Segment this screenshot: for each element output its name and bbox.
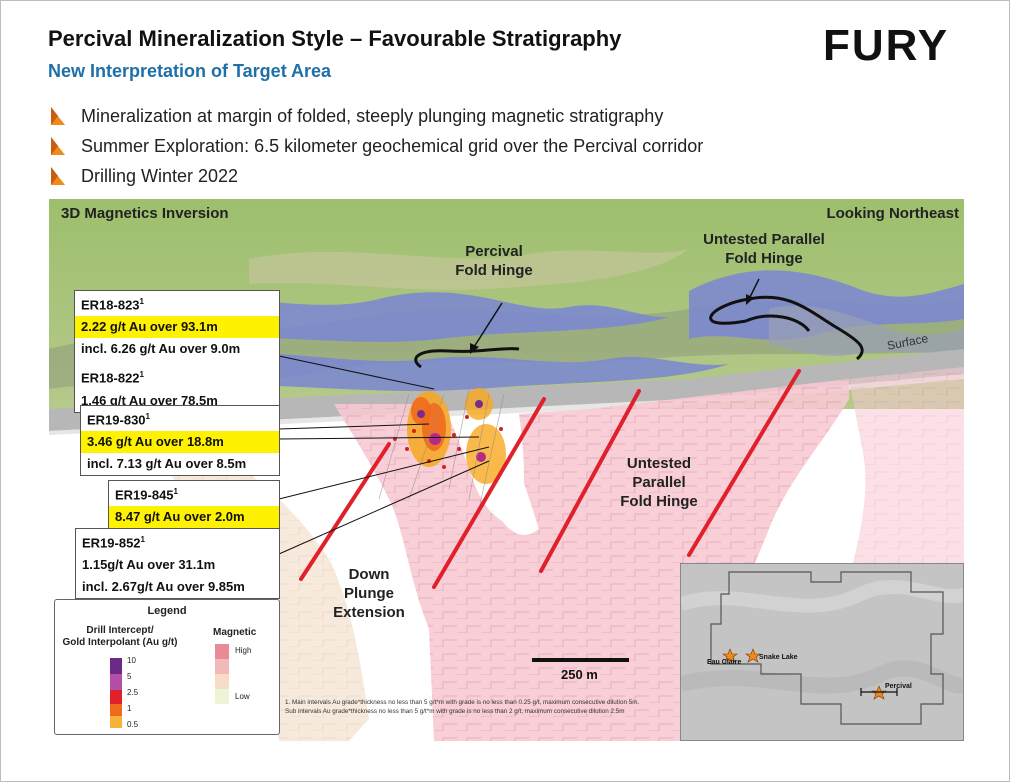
bullet-text: Summer Exploration: 6.5 kilometer geoche… (81, 135, 704, 156)
legend-title: Legend (147, 605, 187, 617)
callout-intercept: 2.22 g/t Au over 93.1m (75, 316, 279, 339)
callout-intercept: 3.46 g/t Au over 18.8m (81, 431, 279, 454)
callout-er19-830: ER19-8301 3.46 g/t Au over 18.8m incl. 7… (80, 405, 280, 477)
eau-claire-star-icon (722, 648, 738, 663)
page-title: Percival Mineralization Style – Favourab… (48, 26, 622, 51)
bullet-triangle-icon (51, 107, 65, 125)
view-direction-label: Looking Northeast (826, 205, 959, 222)
legend: Legend Drill Intercept/ Gold Interpolant… (54, 599, 280, 735)
inset-place-label: Snake Lake (759, 654, 798, 661)
scale-bar (532, 658, 629, 662)
gold-scale-bar (110, 658, 122, 728)
callout-er19-852: ER19-8521 1.15g/t Au over 31.1m incl. 2.… (75, 528, 280, 600)
callout-intercept: incl. 7.13 g/t Au over 8.5m (87, 456, 247, 472)
logo-text: FURY (823, 23, 949, 67)
callout-hole-id: ER19-8451 (115, 487, 178, 503)
down-plunge-label: Down Plunge Extension (333, 566, 405, 621)
callout-intercept: 1.46 g/t Au over 78.5m (81, 392, 218, 408)
untested-hinge-top-label: Untested Parallel Fold Hinge (703, 231, 825, 267)
magnetic-low-label: Low (235, 692, 250, 701)
bullet-item: Summer Exploration: 6.5 kilometer geoche… (51, 131, 703, 161)
magnetic-high-label: High (235, 646, 252, 655)
gold-tick: 1 (127, 704, 132, 713)
inset-place-label: Eau Claire (707, 659, 741, 666)
callout-hole-id: ER18-8231 (81, 297, 144, 313)
snake-lake-star-icon (745, 648, 761, 663)
scene-title-label: 3D Magnetics Inversion (61, 205, 229, 222)
bullet-triangle-icon (51, 167, 65, 185)
bullet-text: Drilling Winter 2022 (81, 165, 239, 186)
magnetic-scale-bar (215, 644, 229, 704)
legend-drill-title: Drill Intercept/ Gold Interpolant (Au g/… (62, 625, 178, 648)
callout-hole-id: ER19-8301 (87, 412, 150, 428)
callout-intercept: 8.47 g/t Au over 2.0m (109, 506, 279, 529)
bullet-list: Mineralization at margin of folded, stee… (51, 101, 703, 191)
untested-hinge-mid-label: Untested Parallel Fold Hinge (620, 455, 698, 510)
fury-logo-mark: FURY (823, 21, 949, 70)
callout-intercept: incl. 2.67g/t Au over 9.85m (82, 579, 245, 595)
inset-map-graphic: Eau Claire Snake Lake Percival (681, 564, 963, 740)
scale-bar-label: 250 m (561, 667, 598, 682)
gold-tick: 0.5 (127, 720, 139, 729)
callout-intercept: incl. 6.26 g/t Au over 9.0m (81, 341, 241, 357)
callout-er19-845: ER19-8451 8.47 g/t Au over 2.0m (108, 480, 280, 530)
bullet-triangle-icon (51, 137, 65, 155)
gold-tick: 10 (127, 656, 136, 665)
gold-tick: 2.5 (127, 688, 139, 697)
page-subtitle: New Interpretation of Target Area (48, 61, 332, 81)
bullet-item: Mineralization at margin of folded, stee… (51, 101, 703, 131)
gold-tick: 5 (127, 672, 132, 681)
callout-er18-823: ER18-8231 2.22 g/t Au over 93.1m incl. 6… (74, 290, 280, 413)
footnote: 1. Main intervals Au grade*thickness no … (285, 699, 640, 715)
legend-magnetic-title: Magnetic (213, 627, 257, 638)
inset-map: Eau Claire Snake Lake Percival (680, 563, 964, 741)
fury-logo: FURY (823, 21, 968, 70)
inset-place-label: Percival (885, 683, 912, 690)
callout-intercept: 1.15g/t Au over 31.1m (82, 557, 216, 573)
callout-hole-id: ER19-8521 (82, 535, 145, 551)
bullet-text: Mineralization at margin of folded, stee… (81, 105, 664, 126)
percival-fold-hinge-label: Percival Fold Hinge (455, 243, 533, 279)
callout-hole-id: ER18-8221 (81, 370, 144, 386)
bullet-item: Drilling Winter 2022 (51, 161, 703, 191)
